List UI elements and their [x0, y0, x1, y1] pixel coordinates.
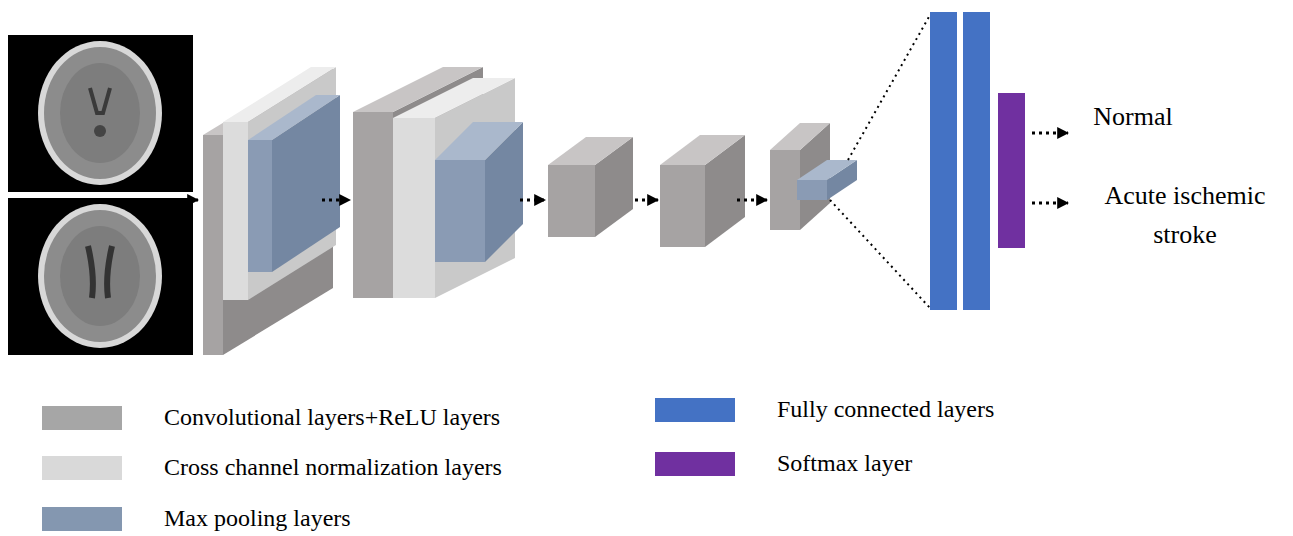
legend-row: Fully connected layers [655, 396, 994, 423]
class-label: Normal [1078, 97, 1188, 136]
legend-row: Max pooling layers [42, 505, 351, 532]
block-front [435, 160, 485, 262]
ct-scan-image [8, 35, 193, 192]
skull [38, 41, 162, 185]
block-front [393, 118, 435, 298]
conv-relu-layer [548, 137, 633, 237]
legend-swatch [42, 406, 122, 430]
legend-swatch [655, 398, 735, 422]
block-top [797, 160, 857, 180]
legend-row: Convolutional layers+ReLU layers [42, 404, 500, 431]
block-front [248, 140, 272, 272]
block-top [248, 95, 340, 140]
max-pooling-layer [248, 95, 340, 272]
block-top [660, 135, 745, 165]
brain-core [60, 63, 140, 163]
dotted-arrow [737, 199, 767, 202]
dotted-arrow [1032, 202, 1068, 205]
block-front [797, 180, 827, 200]
legend-swatch [655, 452, 735, 476]
legend-text: Fully connected layers [777, 396, 994, 423]
dotted-arrow [635, 199, 658, 202]
legend-text: Convolutional layers+ReLU layers [164, 404, 500, 431]
legend-row: Cross channel normalization layers [42, 454, 502, 481]
class-label: Acute ischemic stroke [1085, 176, 1285, 254]
dotted-arrow [520, 199, 545, 202]
ventricle [88, 246, 112, 298]
legend-row: Softmax layer [655, 450, 912, 477]
block-top [548, 137, 633, 165]
legend-text: Softmax layer [777, 450, 912, 477]
block-front [203, 135, 223, 355]
legend-swatch [42, 456, 122, 480]
projection-line [848, 15, 930, 160]
ventricle [90, 88, 110, 113]
legend-text: Max pooling layers [164, 505, 351, 532]
conv-relu-layer [660, 135, 745, 247]
ct-background [8, 198, 193, 355]
ventricle [94, 125, 106, 137]
block-front [353, 112, 393, 298]
dotted-arrow [168, 199, 198, 202]
block-front [548, 165, 595, 237]
block-front [660, 165, 705, 247]
legend-text: Cross channel normalization layers [164, 454, 502, 481]
block-front [223, 122, 248, 300]
dotted-arrow [322, 199, 350, 202]
fully-connected-layer [963, 12, 990, 310]
brain-tissue [44, 210, 156, 342]
legend-swatch [42, 507, 122, 531]
block-top [393, 78, 515, 118]
skull [38, 204, 162, 348]
max-pooling-layer [435, 122, 523, 262]
max-pooling-layer [797, 160, 857, 200]
ct-scan-image [8, 198, 193, 355]
block-top [435, 122, 523, 160]
ct-background [8, 35, 193, 192]
block-top [770, 123, 830, 150]
dotted-arrow [1032, 132, 1068, 135]
brain-core [60, 226, 140, 326]
projection-line [830, 200, 930, 308]
softmax-layer [998, 93, 1025, 248]
fully-connected-layer [930, 12, 957, 310]
brain-tissue [44, 47, 156, 179]
block-front [770, 150, 800, 230]
